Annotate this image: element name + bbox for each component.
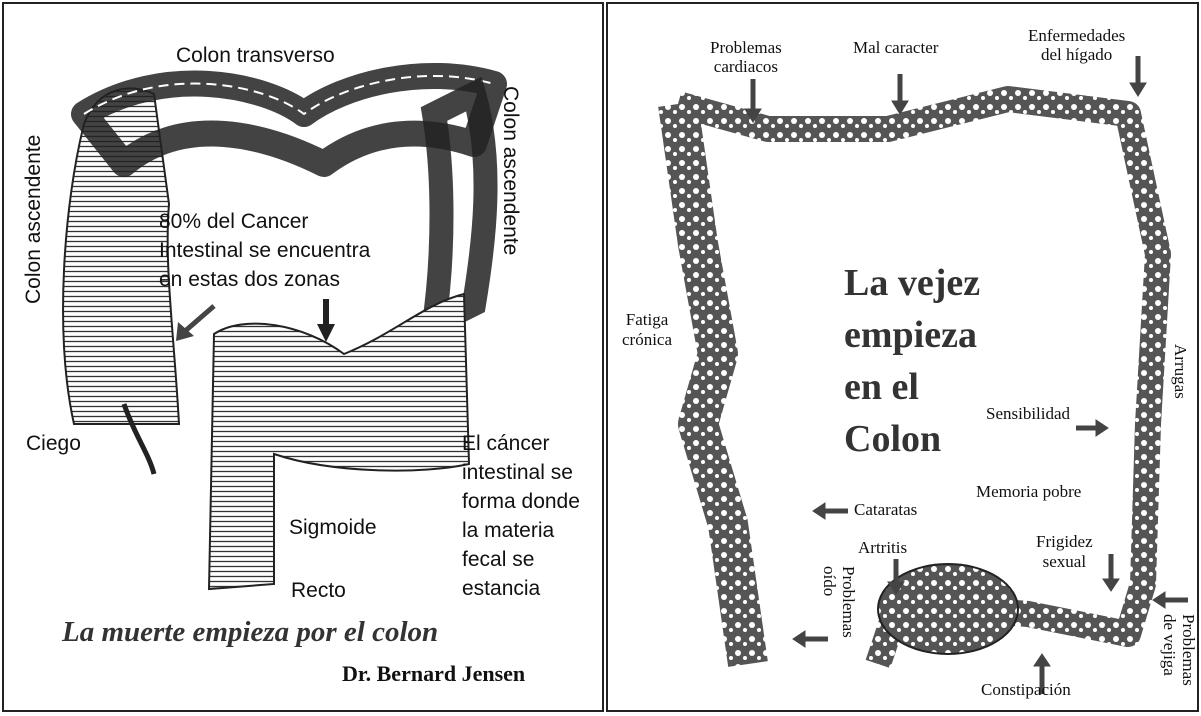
label-artritis: Artritis [858, 538, 907, 558]
label-line: Frigidez [1036, 532, 1093, 552]
label-line: Problemas [1179, 614, 1198, 686]
label-colon-transverso: Colon transverso [176, 44, 335, 68]
title-line: en el [844, 361, 980, 413]
note-line: en estas dos zonas [159, 265, 370, 294]
cancer-line: estancia [462, 574, 580, 603]
right-panel: Problemas cardiacos Mal caracter Enferme… [606, 2, 1199, 712]
label-mal-caracter: Mal caracter [853, 38, 938, 58]
label-memoria: Memoria pobre [976, 482, 1081, 502]
label-line: Fatiga [622, 310, 672, 330]
label-colon-ascendente-left: Colon ascendente [22, 135, 46, 304]
cancer-line: forma donde [462, 487, 580, 516]
left-panel: Colon transverso Colon ascendente Colon … [2, 2, 604, 712]
note-line: 80% del Cancer [159, 207, 370, 236]
cancer-line: intestinal se [462, 458, 580, 487]
title-line: Colon [844, 413, 980, 465]
author: Dr. Bernard Jensen [342, 661, 525, 687]
down-arrow [317, 299, 335, 342]
label-constipacion: Constipación [981, 680, 1071, 700]
label-line: sexual [1036, 552, 1093, 572]
note-cancer-zones: 80% del Cancer Intestinal se encuentra e… [159, 207, 370, 294]
cancer-line: fecal se [462, 545, 580, 574]
label-ciego: Ciego [26, 432, 81, 456]
label-arrugas: Arrugas [1170, 344, 1190, 399]
label-cardiacos: Problemas cardiacos [710, 38, 782, 76]
label-line: Problemas [839, 566, 858, 638]
label-cataratas: Cataratas [854, 500, 917, 520]
center-title: La vejez empieza en el Colon [844, 257, 980, 465]
label-fatiga: Fatiga crónica [622, 310, 672, 350]
left-arrow [176, 306, 214, 341]
label-line: del hígado [1028, 45, 1125, 64]
rectum-blob [878, 564, 1018, 654]
cancer-line: la materia [462, 516, 580, 545]
cancer-line: El cáncer [462, 429, 580, 458]
label-line: Enfermedades [1028, 26, 1125, 45]
label-recto: Recto [291, 579, 346, 603]
note-line: Intestinal se encuentra [159, 236, 370, 265]
left-title: La muerte empieza por el colon [62, 616, 438, 649]
label-line: cardiacos [710, 57, 782, 76]
label-line: crónica [622, 330, 672, 350]
title-line: La vejez [844, 257, 980, 309]
title-line: empieza [844, 309, 980, 361]
label-sigmoide: Sigmoide [289, 516, 377, 540]
label-vejiga: Problemas de vejiga [1160, 614, 1198, 686]
label-higado: Enfermedades del hígado [1028, 26, 1125, 64]
label-frigidez: Frigidez sexual [1036, 532, 1093, 572]
label-sensibilidad: Sensibilidad [986, 404, 1070, 424]
label-oido: Problemas oído [820, 566, 858, 638]
label-line: de vejiga [1160, 614, 1179, 686]
label-line: oído [820, 566, 839, 638]
note-cancer-forms: El cáncer intestinal se forma donde la m… [462, 429, 580, 603]
sigmoid-colon [209, 294, 469, 589]
label-line: Problemas [710, 38, 782, 57]
label-colon-ascendente-right: Colon ascendente [498, 86, 522, 255]
